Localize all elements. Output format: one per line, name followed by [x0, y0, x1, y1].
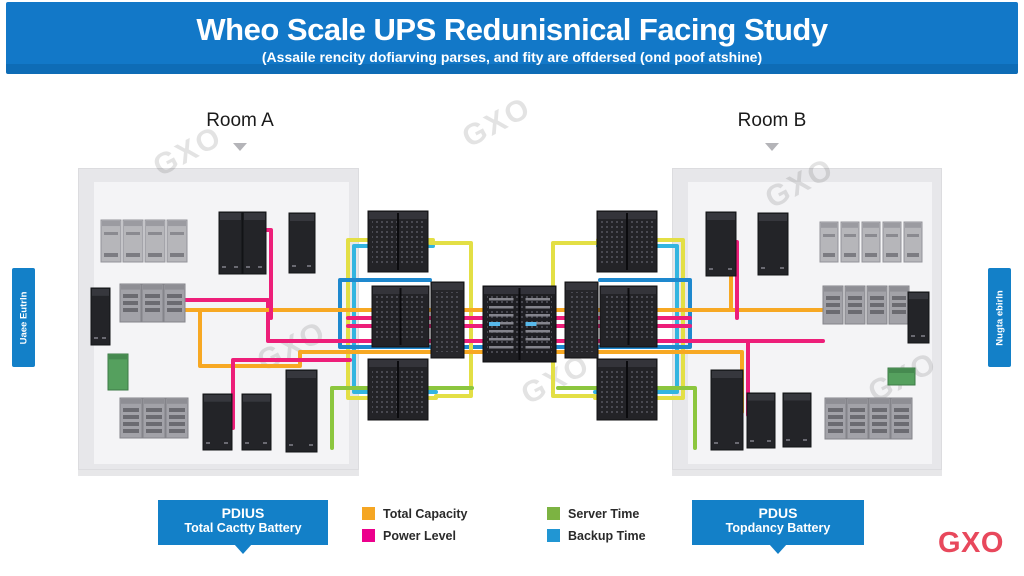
server-rack-pair — [371, 285, 430, 348]
server-rack-green — [887, 367, 916, 386]
pdu-callout-right-subtitle: Topdancy Battery — [725, 521, 831, 535]
server-rack-perf — [430, 281, 465, 359]
legend-item: Power Level — [362, 527, 468, 544]
legend-swatch-icon — [547, 529, 560, 542]
legend-label: Total Capacity — [383, 506, 468, 521]
room-b-label: Room B — [737, 110, 807, 131]
server-rack-grid — [119, 283, 142, 323]
legend-swatch-icon — [362, 529, 375, 542]
server-rack-grid — [868, 397, 891, 440]
server-rack-pair — [596, 210, 658, 273]
server-rack-cab — [882, 221, 902, 263]
server-rack-central — [482, 285, 557, 363]
server-rack-grid — [822, 285, 844, 325]
server-rack-grid — [890, 397, 913, 440]
room-b-caret-icon — [765, 143, 779, 151]
server-rack-tower — [288, 212, 316, 274]
right-side-tab-label: Nugta ebirln — [994, 289, 1005, 346]
pdu-callout-left-title: PDIUS — [221, 505, 265, 521]
pdu-callout-left-subtitle: Total Cactty Battery — [184, 521, 302, 535]
server-rack-tower — [705, 211, 737, 277]
server-rack-perf — [564, 281, 599, 359]
server-rack-grid — [119, 397, 143, 439]
server-rack-cab — [100, 219, 122, 263]
server-rack-grid — [888, 285, 910, 325]
server-rack-pair — [599, 285, 658, 348]
cable-magenta — [231, 358, 352, 430]
server-rack-tower — [757, 212, 789, 276]
server-rack-grid — [866, 285, 888, 325]
room-a-caret-icon — [233, 143, 247, 151]
legend-item: Total Capacity — [362, 505, 468, 522]
room-a-label: Room A — [206, 110, 274, 131]
header-banner: Wheo Scale UPS Redunisnical Facing Study… — [6, 2, 1018, 74]
server-rack-cab — [840, 221, 860, 263]
legend-item: Server Time — [547, 505, 646, 522]
right-side-tab: Nugta ebirln — [988, 268, 1011, 367]
server-rack-cab — [819, 221, 839, 263]
server-rack-tower — [90, 287, 111, 346]
legend-swatch-icon — [362, 507, 375, 520]
server-rack-grid — [165, 397, 189, 439]
legend-label: Backup Time — [568, 528, 646, 543]
server-rack-grid — [846, 397, 869, 440]
pdu-callout-left: PDIUS Total Cactty Battery — [158, 500, 328, 545]
legend-swatch-icon — [547, 507, 560, 520]
page-subtitle: (Assaile rencity dofiarving parses, and … — [261, 49, 763, 65]
left-side-tab-label: Uaee Eutrln — [18, 291, 29, 344]
server-rack-tower — [218, 211, 243, 275]
legend-label: Power Level — [383, 528, 456, 543]
server-rack-tower — [242, 211, 267, 275]
server-rack-tower — [746, 392, 776, 449]
server-rack-tower — [782, 392, 812, 448]
server-rack-green — [107, 353, 129, 391]
server-rack-grid — [163, 283, 186, 323]
server-rack-grid — [142, 397, 166, 439]
server-rack-grid — [824, 397, 847, 440]
server-rack-tower — [241, 393, 272, 451]
legend-item: Backup Time — [547, 527, 646, 544]
pdu-callout-right: PDUS Topdancy Battery — [692, 500, 864, 545]
left-side-tab: Uaee Eutrln — [12, 268, 35, 367]
legend-label: Server Time — [568, 506, 640, 521]
server-rack-pair — [367, 210, 429, 273]
server-rack-grid — [141, 283, 164, 323]
server-rack-tower — [907, 291, 930, 344]
server-rack-pair — [596, 358, 658, 421]
server-rack-tower — [285, 369, 318, 453]
racks-layer — [90, 210, 930, 453]
server-rack-tower — [710, 369, 744, 451]
gxo-logo: GXO — [938, 527, 1004, 559]
server-rack-cab — [144, 219, 166, 263]
page-title: Wheo Scale UPS Redunisnical Facing Study — [196, 12, 828, 47]
server-rack-cab — [903, 221, 923, 263]
server-rack-pair — [367, 358, 429, 421]
server-rack-cab — [861, 221, 881, 263]
server-rack-cab — [166, 219, 188, 263]
server-rack-tower — [202, 393, 233, 451]
server-rack-grid — [844, 285, 866, 325]
pdu-callout-right-title: PDUS — [758, 505, 798, 521]
server-rack-cab — [122, 219, 144, 263]
